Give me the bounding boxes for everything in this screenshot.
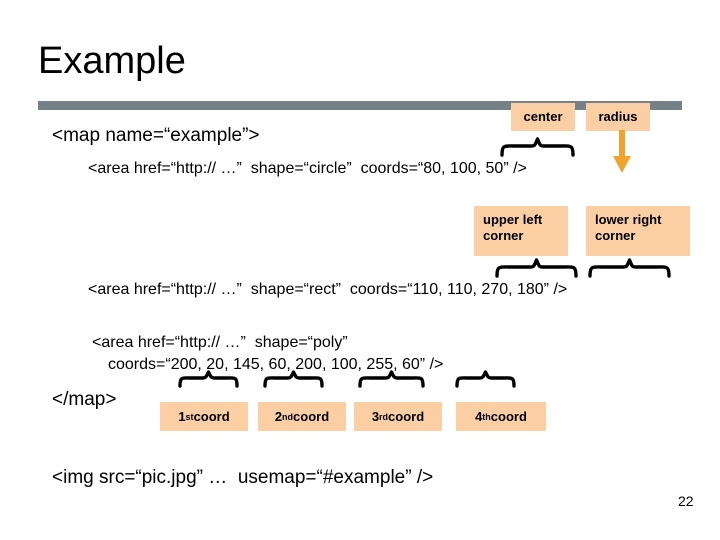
callout-radius: radius: [586, 103, 650, 131]
code-line-area-rect: <area href=“http:// …” shape=“rect” coor…: [88, 281, 568, 298]
callout-lower-right-line2: corner: [595, 228, 636, 243]
brace-rect-lower-right: [588, 258, 671, 278]
radius-pointer-arrow: [611, 130, 633, 174]
callout-lower-right-corner: lower right corner: [586, 206, 690, 256]
callout-upper-left-line1: upper left: [483, 212, 543, 227]
brace-poly-coord-1: [178, 370, 240, 388]
coord-1-ordinal: 1: [178, 408, 186, 424]
brace-center-coords: [500, 137, 575, 157]
code-line-area-poly-part2: coords=“200, 20, 145, 60, 200, 100, 255,…: [108, 356, 444, 373]
coord-4-ordinal: 4: [475, 408, 483, 424]
brace-poly-coord-2: [263, 370, 325, 388]
brace-poly-coord-3: [358, 370, 426, 388]
callout-center: center: [511, 103, 575, 131]
code-line-map-open: <map name=“example”>: [52, 125, 260, 146]
coord-4-label: coord: [490, 408, 527, 424]
page-number: 22: [678, 493, 694, 509]
coord-1-label: coord: [193, 408, 230, 424]
callout-upper-left-corner: upper left corner: [474, 206, 568, 256]
code-line-img-tag: <img src=“pic.jpg” … usemap=“#example” /…: [52, 467, 434, 488]
code-line-map-close: </map>: [52, 389, 117, 410]
brace-poly-coord-4: [455, 370, 517, 388]
coord-3-ordinal: 3: [371, 408, 380, 424]
coord-2-ordinal: 2: [274, 408, 283, 424]
code-line-area-circle: <area href=“http:// …” shape=“circle” co…: [88, 160, 527, 177]
title-divider-bar: [38, 101, 682, 110]
code-line-area-poly-part1: <area href=“http:// …” shape=“poly”: [92, 334, 348, 351]
page-title: Example: [38, 40, 186, 82]
callout-lower-right-line1: lower right: [595, 212, 662, 227]
callout-upper-left-line2: corner: [483, 228, 524, 243]
coord-3-label: coord: [388, 408, 425, 424]
coord-2-label: coord: [293, 408, 330, 424]
brace-rect-upper-left: [495, 258, 578, 278]
